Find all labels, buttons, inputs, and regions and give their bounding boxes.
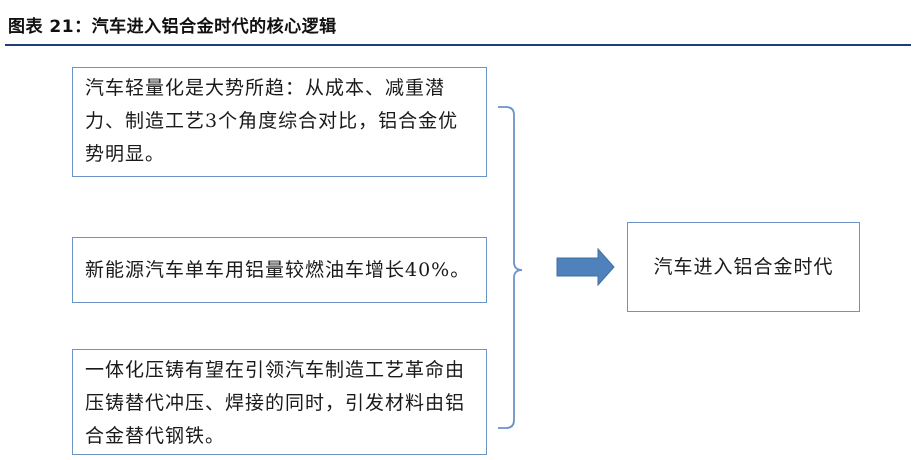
title-underline (5, 44, 911, 46)
input-box-text: 新能源汽车单车用铝量较燃油车增长40%。 (85, 259, 471, 281)
right-arrow-icon (556, 247, 615, 287)
result-text: 汽车进入铝合金时代 (653, 255, 834, 278)
input-box-ev-aluminum: 新能源汽车单车用铝量较燃油车增长40%。 (72, 237, 487, 303)
input-box-text: 一体化压铸有望在引领汽车制造工艺革命由压铸替代冲压、焊接的同时，引发材料由铝合金… (85, 359, 466, 447)
input-box-lightweighting: 汽车轻量化是大势所趋：从成本、减重潜力、制造工艺3个角度综合对比，铝合金优势明显… (72, 67, 487, 177)
input-box-die-casting: 一体化压铸有望在引领汽车制造工艺革命由压铸替代冲压、焊接的同时，引发材料由铝合金… (72, 349, 487, 455)
input-box-text: 汽车轻量化是大势所趋：从成本、减重潜力、制造工艺3个角度综合对比，铝合金优势明显… (85, 77, 459, 165)
bracket-connector (498, 106, 523, 429)
result-box: 汽车进入铝合金时代 (627, 222, 860, 312)
figure-title: 图表 21：汽车进入铝合金时代的核心逻辑 (8, 17, 337, 37)
